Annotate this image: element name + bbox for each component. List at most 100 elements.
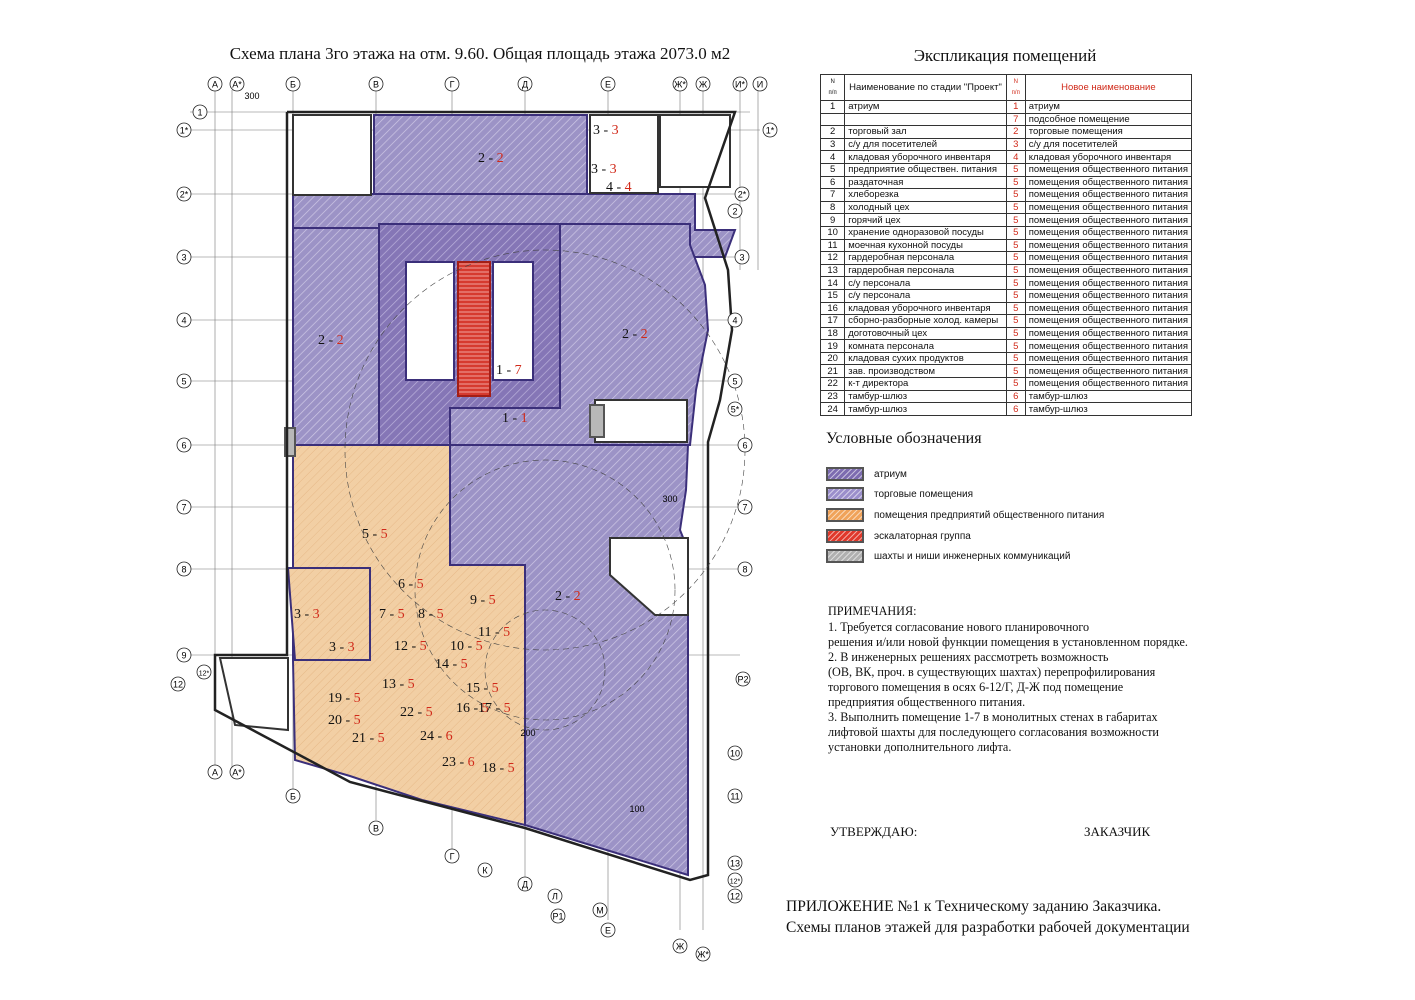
cell-num: 18: [819, 326, 846, 341]
room-number: 12 -: [394, 639, 420, 654]
cell-new-name: помещения общественного питания: [1024, 288, 1193, 303]
wc-block: [589, 114, 659, 194]
cell-new-num: 5: [1005, 364, 1026, 379]
legend-item: атриум: [826, 466, 907, 482]
axis-right-label-bubble: [737, 437, 753, 453]
axis-bottom-label: Г: [450, 852, 455, 862]
note-line: 3. Выполнить помещение 1-7 в монолитных …: [828, 710, 1158, 724]
cell-num: 1: [819, 100, 846, 114]
cell-num: 19: [819, 339, 846, 353]
legend-swatch: [826, 487, 864, 501]
axis-right-label-bubble: [727, 788, 743, 804]
axis-top-label-bubble: [368, 76, 384, 92]
room-code: 5: [508, 761, 515, 776]
room-number: 2 -: [555, 589, 574, 604]
room-code: 3: [313, 607, 320, 622]
room-number: 13 -: [382, 677, 408, 692]
axis-top-label-bubble: [695, 76, 711, 92]
room-label: 3 - 3: [294, 607, 320, 622]
note-line: 1. Требуется согласование нового планиро…: [828, 620, 1090, 634]
note-line: решения и/или новой функции помещения в …: [828, 635, 1188, 649]
legend-label: помещения предприятий общественного пита…: [874, 509, 1105, 521]
axis-bottom-label: К: [482, 866, 488, 876]
cell-num: 5: [819, 162, 846, 177]
room-label: 6 - 5: [398, 577, 424, 592]
room-number: 14 -: [435, 657, 461, 672]
axis-top-label: И*: [735, 80, 745, 90]
axis-bottom-label: Р1: [552, 912, 563, 922]
axis-left-label: 5: [181, 377, 186, 387]
cell-name: кладовая уборочного инвентаря: [844, 301, 1007, 316]
cell-new-num: 5: [1005, 175, 1026, 190]
dimension-label: 200: [520, 728, 535, 738]
legend-swatch: [826, 549, 864, 563]
note-line: лифтовой шахты для последующего согласов…: [828, 725, 1159, 739]
cell-num: 14: [819, 276, 846, 290]
cell-name: тамбур-шлюз: [844, 402, 1007, 416]
notes: ПРИМЕЧАНИЯ: 1. Требуется согласование но…: [828, 604, 1228, 755]
cell-new-name: помещения общественного питания: [1024, 351, 1193, 366]
food-zone-sub: [286, 567, 371, 661]
axis-top-label: Е: [605, 80, 611, 90]
cell-num: 6: [819, 175, 846, 190]
room-code: 5: [420, 639, 427, 654]
axis-left-label: 4: [181, 316, 186, 326]
axis-bottom-label: А*: [232, 768, 242, 778]
legend-swatch: [826, 467, 864, 481]
axis-right-label: 8: [742, 565, 747, 575]
cell-name: доготовочный цех: [844, 326, 1007, 341]
room-number: 2 -: [622, 327, 641, 342]
room-label: 8 - 5: [418, 607, 444, 622]
legend-label: торговые помещения: [874, 488, 974, 500]
axis-right-label-bubble: [727, 312, 743, 328]
legend-swatch: [826, 508, 864, 522]
cell-name: с/у для посетителей: [844, 137, 1007, 152]
cell-name: хлеборезка: [844, 188, 1007, 202]
note-line: торгового помещения в осях 6-12/Г, Д-Ж п…: [828, 680, 1124, 694]
axis-left-label: 6: [181, 441, 186, 451]
cell-num: 7: [819, 188, 846, 202]
axis-right-label-bubble: [727, 855, 743, 871]
room-code: 5: [461, 657, 468, 672]
axis-left-label-bubble: [176, 312, 192, 328]
cell-new-num: 5: [1005, 288, 1026, 303]
cell-name: хранение одноразовой посуды: [844, 225, 1007, 240]
cell-name: кладовая сухих продуктов: [844, 351, 1007, 366]
trade-zone-west: [292, 227, 380, 446]
cell-name: горячий цех: [844, 213, 1007, 227]
room-number: 10 -: [450, 639, 476, 654]
plan-zones: [218, 114, 737, 877]
room-number: 15 -: [466, 681, 492, 696]
axis-bottom-label: Б: [290, 792, 296, 802]
stair-north-west: [292, 114, 372, 196]
axis-bottom-label: Ж*: [697, 950, 709, 960]
room-label: 1 - 7: [496, 363, 522, 378]
axis-left-label: 12: [173, 680, 183, 690]
notes-title: ПРИМЕЧАНИЯ:: [828, 604, 917, 618]
cell-new-num: 5: [1005, 263, 1026, 278]
axis-top-label-bubble: [672, 76, 688, 92]
cell-new-name: помещения общественного питания: [1024, 276, 1193, 290]
axis-bottom-label-bubble: [444, 848, 460, 864]
room-label: 18 - 5: [482, 761, 515, 776]
legend-item: шахты и ниши инженерных коммуникаций: [826, 548, 1070, 564]
room-label: 11 - 5: [478, 625, 510, 640]
legend-swatch: [826, 529, 864, 543]
cell-new-name: помещения общественного питания: [1024, 238, 1193, 253]
cell-num: 23: [819, 389, 846, 404]
customer-label: ЗАКАЗЧИК: [1084, 824, 1151, 839]
axis-top-label-bubble: [207, 76, 223, 92]
header-name: Наименование по стадии "Проект": [844, 74, 1007, 101]
shaft-1: [589, 404, 605, 438]
cell-new-name: с/у для посетителей: [1024, 137, 1193, 152]
cell-name: атриум: [844, 100, 1007, 114]
cell-num: 3: [819, 137, 846, 152]
